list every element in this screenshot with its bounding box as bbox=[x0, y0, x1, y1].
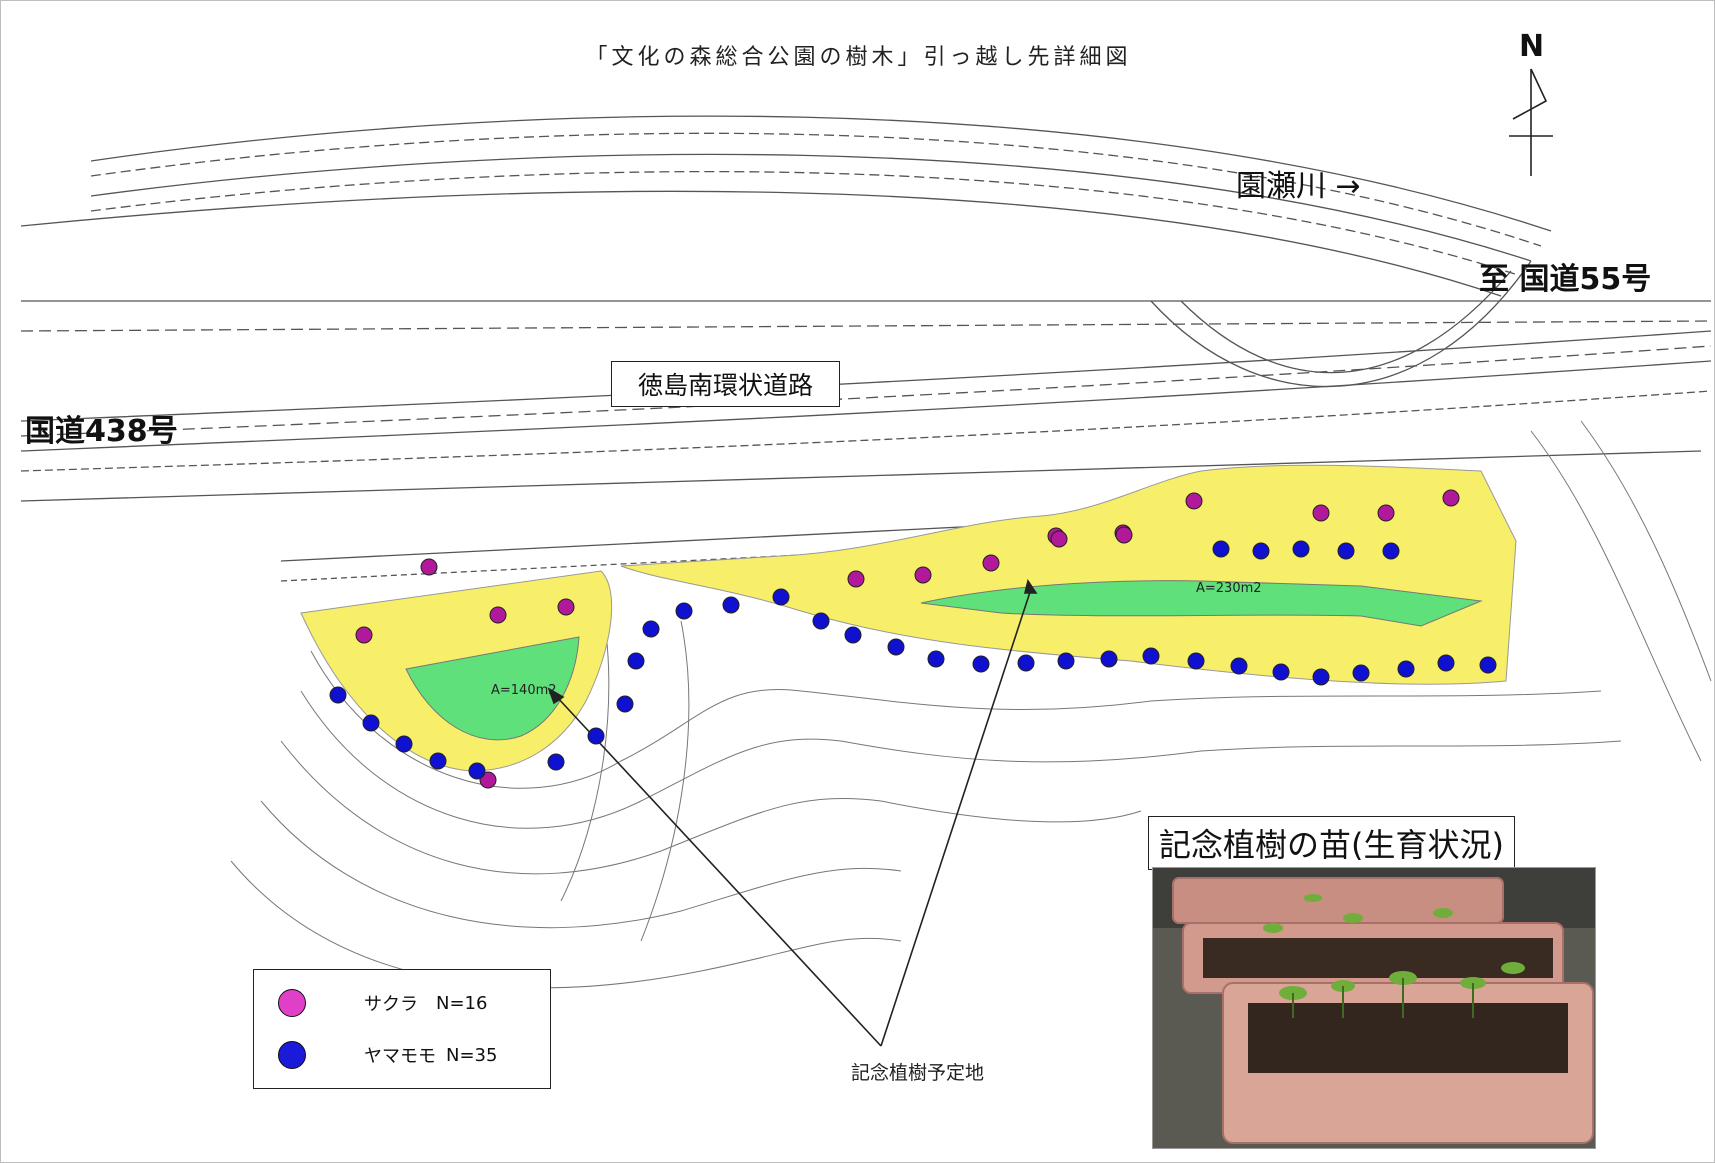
yamamomo-tree-marker bbox=[429, 752, 447, 770]
planting-site-label: 記念植樹予定地 bbox=[851, 1062, 985, 1084]
yamamomo-tree-marker bbox=[1142, 647, 1160, 665]
yamamomo-tree-marker bbox=[927, 650, 945, 668]
sakura-tree-marker bbox=[1377, 504, 1395, 522]
green-zone-east bbox=[920, 580, 1483, 627]
road-name-label: 徳島南環状道路 bbox=[611, 361, 841, 407]
yamamomo-tree-marker bbox=[627, 652, 645, 670]
yamamomo-tree-marker bbox=[1230, 657, 1248, 675]
yamamomo-tree-marker bbox=[1017, 654, 1035, 672]
yamamomo-tree-marker bbox=[972, 655, 990, 673]
yamamomo-tree-marker bbox=[329, 686, 347, 704]
sakura-tree-marker bbox=[1185, 492, 1203, 510]
sakura-tree-marker bbox=[479, 771, 497, 789]
compass-arrow bbox=[1509, 68, 1553, 176]
sakura-tree-marker bbox=[1050, 530, 1068, 548]
yamamomo-tree-marker bbox=[1437, 654, 1455, 672]
sakura-tree-marker bbox=[1442, 489, 1460, 507]
yamamomo-tree-marker bbox=[772, 588, 790, 606]
sakura-tree-marker bbox=[1115, 526, 1133, 544]
leader-lines bbox=[547, 579, 1038, 1047]
yamamomo-tree-marker bbox=[547, 753, 565, 771]
legend-item-sakura: サクラ N=16 bbox=[278, 988, 487, 1018]
area-label-east: A=230m2 bbox=[1196, 581, 1262, 596]
sakura-tree-marker bbox=[355, 626, 373, 644]
yamamomo-tree-marker bbox=[1397, 660, 1415, 678]
yamamomo-tree-marker bbox=[468, 762, 486, 780]
embankment-east bbox=[620, 464, 1517, 685]
yamamomo-tree-marker bbox=[1382, 542, 1400, 560]
sakura-tree-marker bbox=[489, 606, 507, 624]
seedling-photo bbox=[1152, 867, 1596, 1149]
yamamomo-tree-marker bbox=[1337, 542, 1355, 560]
legend-sakura-name: サクラ bbox=[364, 994, 418, 1015]
sakura-tree-marker bbox=[557, 598, 575, 616]
sakura-tree-marker bbox=[1312, 504, 1330, 522]
legend-item-yamamomo: ヤマモモ N=35 bbox=[278, 1040, 497, 1070]
yamamomo-tree-marker bbox=[1187, 652, 1205, 670]
yamamomo-tree-marker bbox=[616, 695, 634, 713]
yamamomo-tree-marker bbox=[722, 596, 740, 614]
tree-markers bbox=[329, 489, 1497, 789]
green-zone-west bbox=[405, 636, 580, 741]
legend-yamamomo-count: N=35 bbox=[446, 1044, 498, 1066]
yamamomo-tree-marker bbox=[812, 612, 830, 630]
area-label-west: A=140m2 bbox=[491, 683, 557, 698]
map-title: 「文化の森総合公園の樹木」引っ越し先詳細図 bbox=[585, 45, 1132, 70]
sakura-tree-marker bbox=[847, 570, 865, 588]
photo-caption: 記念植樹の苗(生育状況) bbox=[1148, 816, 1515, 870]
seedling-photo-image bbox=[1153, 868, 1595, 1148]
sakura-tree-marker bbox=[420, 558, 438, 576]
yamamomo-tree-marker bbox=[844, 626, 862, 644]
legend-yamamomo-name: ヤマモモ bbox=[364, 1046, 436, 1067]
legend-sakura-count: N=16 bbox=[436, 992, 488, 1014]
sakura-tree-marker bbox=[982, 554, 1000, 572]
yamamomo-tree-marker bbox=[1252, 542, 1270, 560]
legend: サクラ N=16 ヤマモモ N=35 bbox=[253, 969, 551, 1089]
yamamomo-tree-marker bbox=[395, 735, 413, 753]
yamamomo-tree-marker bbox=[1292, 540, 1310, 558]
yamamomo-tree-marker bbox=[1100, 650, 1118, 668]
yamamomo-tree-marker bbox=[1057, 652, 1075, 670]
yamamomo-tree-marker bbox=[587, 727, 605, 745]
yamamomo-tree-marker bbox=[1312, 668, 1330, 686]
yamamomo-tree-marker bbox=[362, 714, 380, 732]
yamamomo-marker-icon bbox=[278, 1041, 306, 1069]
yamamomo-tree-marker bbox=[642, 620, 660, 638]
yamamomo-tree-marker bbox=[1352, 664, 1370, 682]
yamamomo-tree-marker bbox=[675, 602, 693, 620]
sakura-marker-icon bbox=[278, 989, 306, 1017]
route55-label: 至 国道55号 bbox=[1479, 262, 1652, 297]
north-indicator: N bbox=[1519, 29, 1545, 64]
contour-lines bbox=[230, 420, 1712, 989]
yamamomo-tree-marker bbox=[1479, 656, 1497, 674]
yamamomo-tree-marker bbox=[887, 638, 905, 656]
yamamomo-tree-marker bbox=[1272, 663, 1290, 681]
route438-label: 国道438号 bbox=[25, 414, 178, 449]
river-label: 園瀬川 → bbox=[1236, 169, 1361, 204]
sakura-tree-marker bbox=[914, 566, 932, 584]
yamamomo-tree-marker bbox=[1212, 540, 1230, 558]
